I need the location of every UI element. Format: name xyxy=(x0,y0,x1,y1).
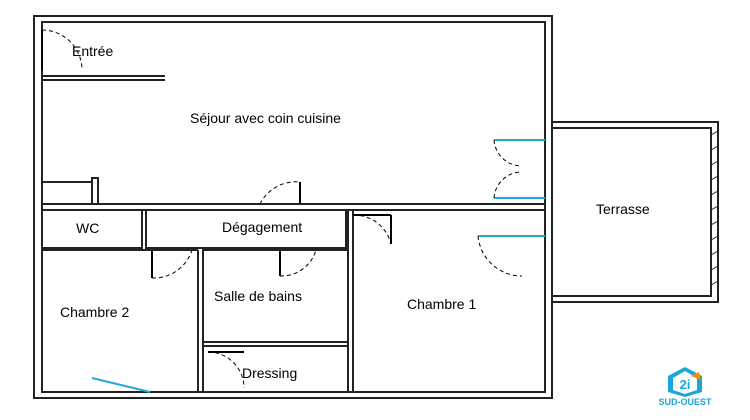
room-label-dressing: Dressing xyxy=(242,365,298,381)
door-chambre-1-swing xyxy=(477,235,523,277)
wc-walls xyxy=(41,209,143,249)
door-chambre-2-swing xyxy=(151,249,193,279)
room-label-wc: WC xyxy=(76,220,100,236)
room-label-terrasse: Terrasse xyxy=(596,201,650,217)
room-label-sejour: Séjour avec coin cuisine xyxy=(190,110,341,126)
brand-logo: 2i SUD-OUEST xyxy=(655,366,715,410)
door-leaves xyxy=(41,30,392,353)
door-swings xyxy=(41,29,523,389)
door-sejour-swing xyxy=(259,181,301,205)
logo-mark: 2i xyxy=(680,377,691,392)
terrasse-hatch xyxy=(710,130,719,286)
terrasse-wall xyxy=(552,121,719,303)
walls xyxy=(33,15,719,399)
outer-wall-inner xyxy=(41,21,546,393)
counter xyxy=(41,181,93,205)
room-label-chambre-1: Chambre 1 xyxy=(407,296,477,312)
door-terrasse-swing xyxy=(493,139,521,167)
room-label-salle-de-bains: Salle de bains xyxy=(214,288,302,304)
door-terrasse-swing xyxy=(493,171,521,199)
door-entree-swing xyxy=(41,29,83,71)
degagement-walls xyxy=(145,209,347,249)
windows xyxy=(91,139,545,393)
window-chambre-2 xyxy=(91,377,151,393)
outer-wall xyxy=(33,15,553,399)
room-label-entree: Entrée xyxy=(72,43,114,59)
door-sdb-swing xyxy=(279,249,317,277)
logo-mark-icon: 2i xyxy=(668,367,702,397)
room-label-chambre-2: Chambre 2 xyxy=(60,304,130,320)
door-dressing-swing xyxy=(207,351,245,389)
terrasse-wall-inner xyxy=(552,127,712,297)
counter xyxy=(91,177,99,205)
door-degagement-swing xyxy=(352,214,392,245)
room-label-degagement: Dégagement xyxy=(222,219,303,235)
logo-text: SUD-OUEST xyxy=(658,397,712,407)
